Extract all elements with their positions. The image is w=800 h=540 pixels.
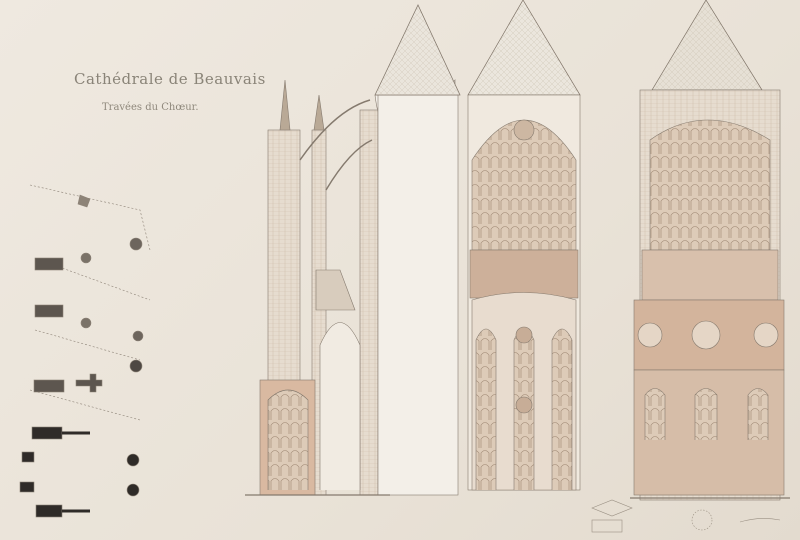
drawing-title: Cathédrale de Beauvais <box>74 70 266 88</box>
exterior-elevation <box>630 0 790 501</box>
interior-elevation <box>467 0 581 491</box>
cross-section <box>245 4 461 496</box>
drawing-subtitle: Travées du Chœur. <box>102 102 199 113</box>
floor-plan <box>19 184 151 518</box>
archive-stamp <box>591 499 781 533</box>
